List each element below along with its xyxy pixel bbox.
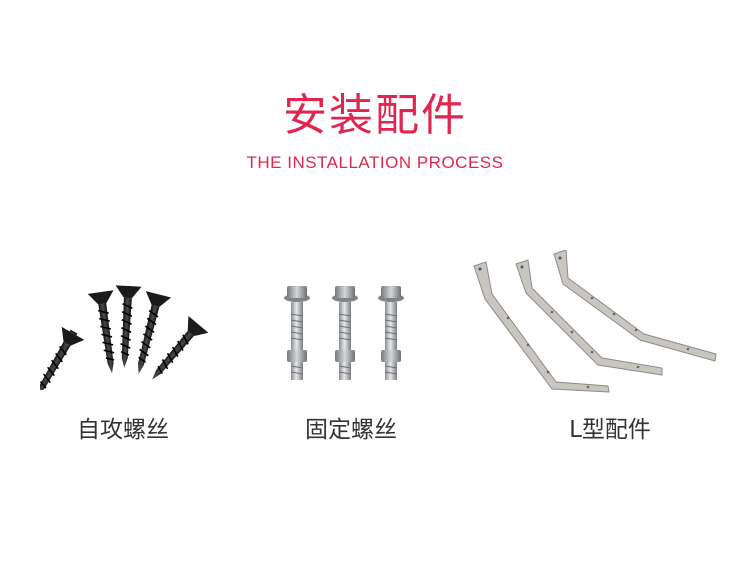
screw bbox=[40, 326, 85, 390]
screw bbox=[152, 315, 209, 380]
item-caption-l-bracket: L型配件 bbox=[569, 417, 651, 443]
fixing-bolts-image bbox=[284, 286, 404, 380]
self-tapping-screws-image bbox=[40, 285, 209, 390]
screw bbox=[138, 291, 172, 374]
l-bracket bbox=[553, 250, 717, 362]
screw bbox=[87, 290, 115, 374]
bolt bbox=[332, 286, 358, 380]
page-title: 安装配件 bbox=[283, 90, 467, 141]
l-bracket-image bbox=[473, 250, 717, 393]
bolt bbox=[284, 286, 310, 380]
l-bracket bbox=[515, 259, 663, 376]
item-caption-fixing-bolts: 固定螺丝 bbox=[305, 417, 397, 443]
l-bracket bbox=[473, 261, 610, 393]
bolt bbox=[378, 286, 404, 380]
screw bbox=[115, 285, 142, 368]
page-subtitle: THE INSTALLATION PROCESS bbox=[246, 153, 504, 172]
item-caption-self-tapping-screws: 自攻螺丝 bbox=[77, 417, 169, 443]
